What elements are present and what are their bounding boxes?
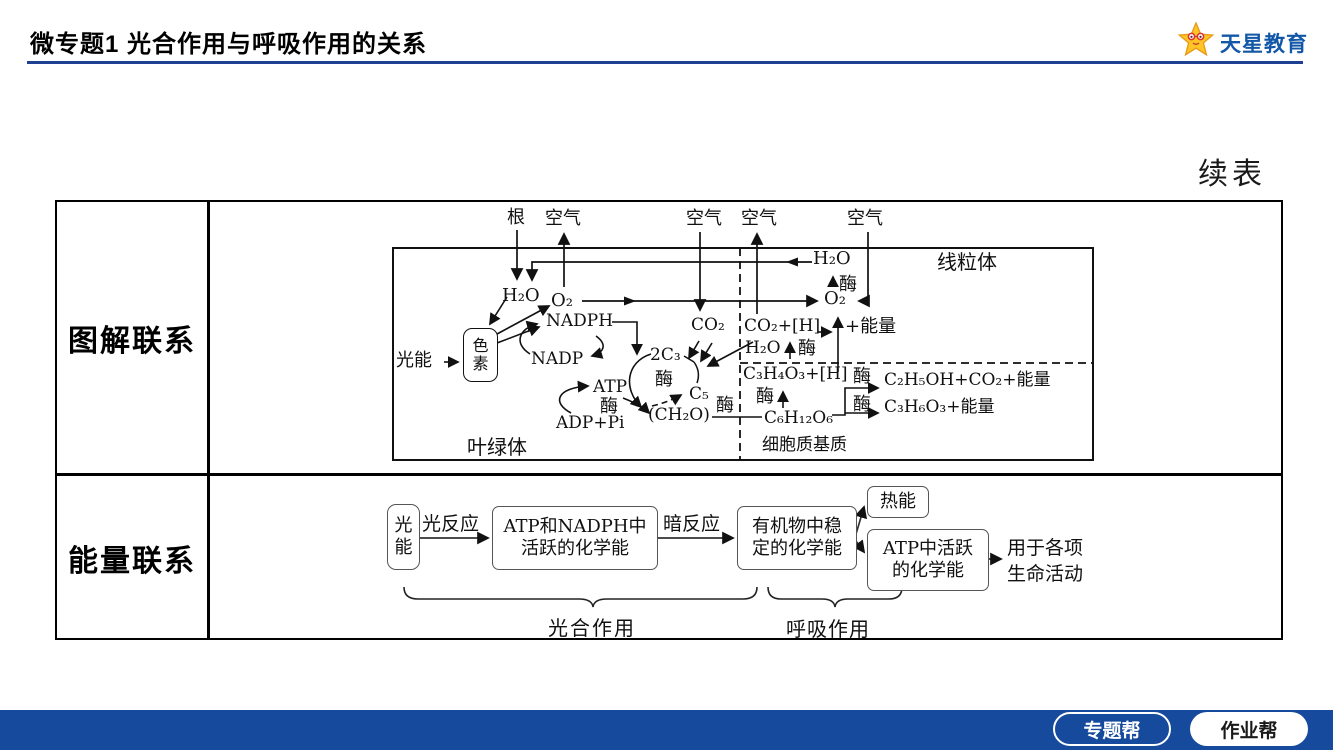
energy-organic-box: 有机物中稳 定的化学能 bbox=[737, 506, 857, 570]
label-life-activities: 用于各项 生命活动 bbox=[1007, 536, 1083, 587]
light-char-2: 能 bbox=[394, 537, 413, 558]
label-plus-energy: +能量 bbox=[845, 316, 897, 337]
atp-nadph-line-1: ATP和NADPH中 bbox=[503, 515, 647, 537]
organic-line-2: 定的化学能 bbox=[752, 538, 842, 559]
brand-name: 天星教育 bbox=[1220, 32, 1308, 56]
label-enzyme-water: 酶 bbox=[839, 274, 857, 295]
label-lactic-products: C₃H₆O₃+能量 bbox=[884, 397, 995, 417]
page-title: 微专题1 光合作用与呼吸作用的关系 bbox=[30, 31, 428, 58]
label-o2-chloroplast: O₂ bbox=[551, 290, 573, 311]
star-logo-icon bbox=[1177, 21, 1215, 63]
label-o2-mito: O₂ bbox=[824, 288, 846, 309]
pigment-char-1: 色 bbox=[472, 336, 489, 356]
header-divider bbox=[27, 61, 1303, 64]
label-h2o-chloroplast: H₂O bbox=[502, 285, 540, 306]
label-air-3: 空气 bbox=[741, 208, 777, 229]
label-enzyme-krebs: 酶 bbox=[798, 338, 816, 359]
label-nadph: NADPH bbox=[546, 311, 614, 331]
organic-line-1: 有机物中稳 bbox=[752, 515, 842, 537]
homework-help-button[interactable]: 作业帮 bbox=[1190, 712, 1308, 746]
content-table: 图解联系 能量联系 bbox=[55, 200, 1283, 640]
energy-atp-active-box: ATP中活跃 的化学能 bbox=[867, 529, 989, 591]
row-label-energy: 能量联系 bbox=[68, 544, 196, 578]
atp-nadph-line-2: 活跃的化学能 bbox=[521, 538, 629, 559]
label-air-2: 空气 bbox=[686, 208, 722, 229]
label-enzyme-glucose-line: 酶 bbox=[716, 395, 734, 416]
label-air-4: 空气 bbox=[847, 208, 883, 229]
row-label-diagram: 图解联系 bbox=[68, 324, 196, 358]
footer-bar: ★ ★ ★ ★ ★ ★ bbox=[0, 710, 1333, 750]
label-photosynthesis: 光合作用 bbox=[548, 616, 636, 640]
label-adp-pi: ADP+Pi bbox=[556, 413, 625, 433]
light-char-1: 光 bbox=[394, 514, 413, 536]
energy-light-box: 光 能 bbox=[387, 504, 420, 570]
label-h2o-mito: H₂O bbox=[813, 248, 851, 269]
continued-table-label: 续表 bbox=[1198, 157, 1266, 192]
label-2c3: 2C₃ bbox=[650, 345, 681, 365]
pigment-char-2: 素 bbox=[472, 354, 489, 373]
atp-active-line-2: 的化学能 bbox=[892, 560, 964, 581]
label-root: 根 bbox=[507, 207, 525, 228]
label-cytosol: 细胞质基质 bbox=[762, 435, 847, 455]
usage-line-2: 生命活动 bbox=[1007, 562, 1084, 585]
usage-line-1: 用于各项 bbox=[1007, 537, 1084, 559]
label-atp: ATP bbox=[593, 377, 628, 397]
pigment-box: 色 素 bbox=[463, 328, 498, 382]
heat-label: 热能 bbox=[880, 490, 916, 512]
label-dark-reaction: 暗反应 bbox=[663, 513, 721, 535]
label-light-energy: 光能 bbox=[396, 350, 432, 371]
atp-active-line-1: ATP中活跃 bbox=[882, 537, 974, 559]
energy-heat-box: 热能 bbox=[867, 486, 929, 518]
table-row-divider bbox=[57, 473, 1281, 476]
label-mitochondria: 线粒体 bbox=[937, 250, 997, 274]
brand-logo: 天星教育 bbox=[1177, 21, 1308, 63]
label-enzyme-ferment-2: 酶 bbox=[853, 394, 871, 415]
label-c5: C₅ bbox=[689, 384, 709, 404]
label-h2o-krebs: H₂O bbox=[745, 338, 781, 358]
label-co2-chloroplast: CO₂ bbox=[691, 315, 725, 335]
label-enzyme-atp: 酶 bbox=[600, 396, 618, 417]
energy-atp-nadph-box: ATP和NADPH中 活跃的化学能 bbox=[492, 506, 658, 570]
label-chloroplast: 叶绿体 bbox=[467, 435, 527, 459]
label-enzyme-calvin: 酶 bbox=[655, 369, 673, 390]
label-co2-h: CO₂+[H] bbox=[744, 316, 821, 336]
label-air-1: 空气 bbox=[545, 208, 581, 229]
topic-help-button[interactable]: 专题帮 bbox=[1053, 712, 1171, 746]
label-respiration: 呼吸作用 bbox=[786, 617, 870, 641]
label-enzyme-ferment-1: 酶 bbox=[853, 366, 871, 387]
label-nadp: NADP bbox=[531, 349, 584, 369]
label-alcohol-products: C₂H₅OH+CO₂+能量 bbox=[884, 370, 1051, 390]
label-ch2o: (CH₂O) bbox=[648, 405, 710, 425]
label-light-reaction: 光反应 bbox=[422, 513, 480, 535]
table-column-divider bbox=[207, 202, 210, 638]
label-enzyme-glycolysis: 酶 bbox=[756, 386, 774, 407]
label-glucose: C₆H₁₂O₆ bbox=[764, 408, 834, 428]
label-pyruvate: C₃H₄O₃+[H] bbox=[743, 364, 848, 384]
